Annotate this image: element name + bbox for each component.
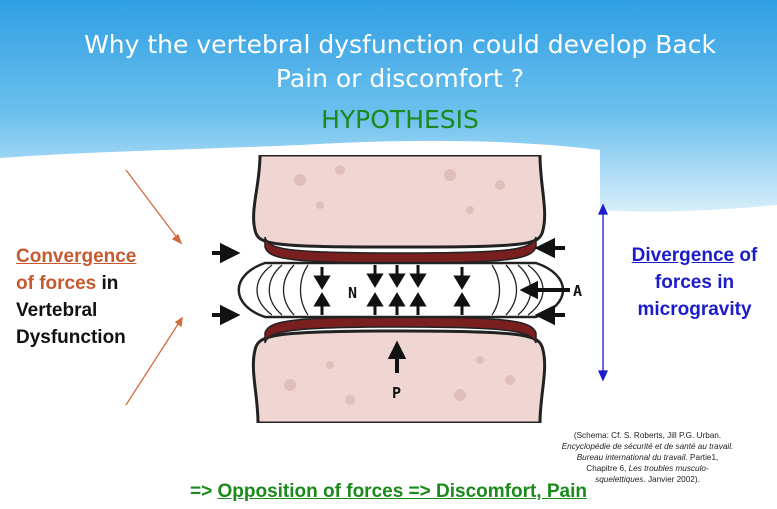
divergence-text: Divergence of forces in microgravity bbox=[612, 242, 777, 323]
citation-partie: Partie1, bbox=[688, 453, 719, 462]
vertebral-word: Vertebral bbox=[16, 297, 176, 324]
forces-in-word: forces in bbox=[612, 269, 777, 296]
dysfunction-word: Dysfunction bbox=[16, 324, 176, 351]
conclusion-text: => Opposition of forces => Discomfort, P… bbox=[0, 481, 777, 503]
convergence-text: Convergence of forces in Vertebral Dysfu… bbox=[16, 243, 176, 351]
of-word: of bbox=[734, 245, 757, 266]
microgravity-word: microgravity bbox=[612, 296, 777, 323]
citation-troubles: Les troubles musculo- bbox=[629, 464, 709, 473]
citation-encyclopedia: Encyclopédie de sécurité et de santé au … bbox=[562, 442, 734, 451]
citation-note: (Schema: Cf. S. Roberts, Jill P.G. Urban… bbox=[520, 430, 775, 485]
in-word: in bbox=[96, 273, 118, 294]
citation-bureau: Bureau international du travail. bbox=[577, 453, 688, 462]
divergence-word: Divergence bbox=[632, 245, 734, 266]
convergence-word: Convergence bbox=[16, 246, 136, 267]
conclusion-statement: Opposition of forces => Discomfort, Pain bbox=[217, 481, 587, 502]
citation-chapitre: Chapitre 6, bbox=[586, 464, 628, 473]
conclusion-prefix: => bbox=[190, 481, 217, 502]
citation-line-1: (Schema: Cf. S. Roberts, Jill P.G. Urban… bbox=[520, 430, 775, 441]
of-forces-word: of forces bbox=[16, 273, 96, 294]
